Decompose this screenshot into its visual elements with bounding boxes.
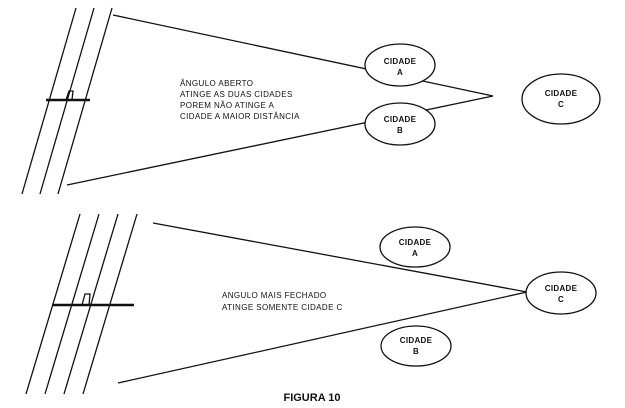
feed-point: [81, 293, 91, 306]
city-b-letter: B: [413, 347, 419, 356]
annotation-line: ATINGE AS DUAS CIDADES: [180, 90, 293, 99]
top-antenna-diagram: ÂNGULO ABERTO ATINGE AS DUAS CIDADES POR…: [21, 7, 601, 195]
city-c-label: CIDADE: [545, 89, 578, 98]
city-a-ellipse: [379, 226, 451, 268]
city-b-label: CIDADE: [400, 336, 433, 345]
annotation-line: ATINGE SOMENTE CIDADE C: [222, 303, 343, 312]
top-city-c: CIDADE C: [521, 73, 601, 125]
city-a-ellipse: [364, 43, 436, 87]
city-a-label: CIDADE: [384, 57, 417, 66]
top-antenna-array: [21, 7, 113, 195]
annotation-line: POREM NÃO ATINGE A: [180, 101, 274, 110]
top-annotation: ÂNGULO ABERTO ATINGE AS DUAS CIDADES POR…: [180, 79, 300, 121]
top-city-a: CIDADE A: [364, 43, 436, 87]
city-b-ellipse: [364, 102, 436, 146]
city-a-letter: A: [397, 68, 403, 77]
annotation-line: ANGULO MAIS FECHADO: [222, 291, 327, 300]
city-c-letter: C: [558, 100, 564, 109]
city-b-letter: B: [397, 126, 403, 135]
city-a-letter: A: [412, 249, 418, 258]
city-c-ellipse: [525, 271, 597, 315]
bottom-annotation: ANGULO MAIS FECHADO ATINGE SOMENTE CIDAD…: [222, 291, 343, 312]
annotation-line: CIDADE A MAIOR DISTÂNCIA: [180, 112, 300, 121]
city-b-label: CIDADE: [384, 115, 417, 124]
city-c-label: CIDADE: [545, 284, 578, 293]
figure-caption: FIGURA 10: [283, 392, 340, 404]
city-c-ellipse: [521, 73, 601, 125]
top-city-b: CIDADE B: [364, 102, 436, 146]
city-a-label: CIDADE: [399, 238, 432, 247]
feed-point: [65, 90, 74, 101]
bottom-city-b: CIDADE B: [380, 325, 452, 367]
city-b-ellipse: [380, 325, 452, 367]
bottom-antenna-array: [25, 213, 138, 395]
top-beam-wide: [66, 14, 494, 186]
bottom-city-a: CIDADE A: [379, 226, 451, 268]
city-c-letter: C: [558, 295, 564, 304]
bottom-city-c: CIDADE C: [525, 271, 597, 315]
annotation-line: ÂNGULO ABERTO: [180, 79, 253, 88]
bottom-antenna-diagram: ANGULO MAIS FECHADO ATINGE SOMENTE CIDAD…: [25, 213, 597, 395]
